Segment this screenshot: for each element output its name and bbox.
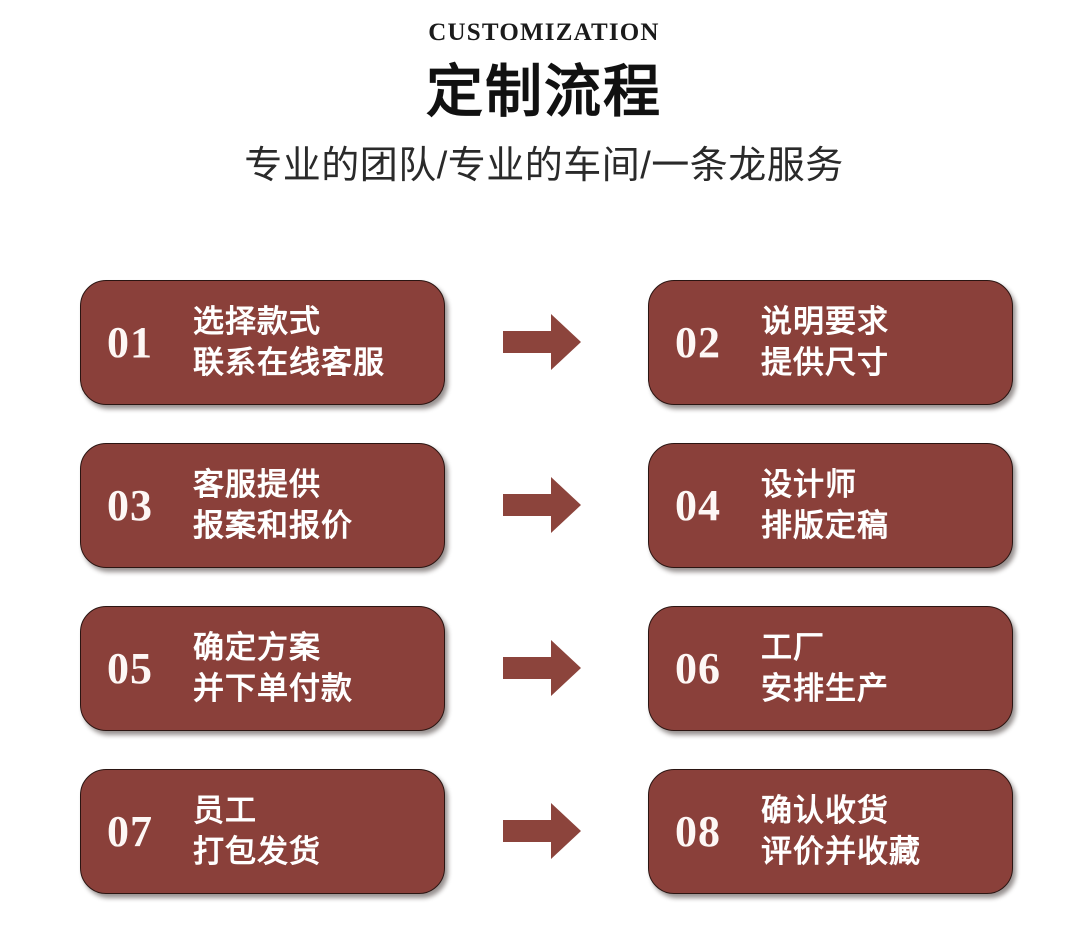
step-number: 06 [675, 643, 721, 693]
step-line-2: 评价并收藏 [761, 833, 921, 869]
step-number: 08 [675, 806, 721, 856]
step-line-1: 员工 [193, 792, 257, 828]
arrow-right-icon [503, 637, 581, 699]
step-line-1: 设计师 [761, 466, 857, 502]
step-text: 工厂 安排生产 [761, 628, 889, 710]
flow-row: 05 确定方案 并下单付款 06 工厂 安排生产 [0, 606, 1088, 731]
flow-row: 03 客服提供 报案和报价 04 设计师 排版定稿 [0, 443, 1088, 568]
step-line-1: 选择款式 [193, 303, 321, 339]
flow-row: 01 选择款式 联系在线客服 02 说明要求 提供尺寸 [0, 280, 1088, 405]
step-line-2: 打包发货 [193, 833, 321, 869]
arrow-right-icon [503, 474, 581, 536]
step-card-03[interactable]: 03 客服提供 报案和报价 [80, 443, 445, 568]
step-card-02[interactable]: 02 说明要求 提供尺寸 [648, 280, 1013, 405]
step-text: 员工 打包发货 [193, 791, 321, 873]
step-card-04[interactable]: 04 设计师 排版定稿 [648, 443, 1013, 568]
step-text: 确认收货 评价并收藏 [761, 791, 921, 873]
step-line-2: 提供尺寸 [761, 344, 889, 380]
step-line-2: 并下单付款 [193, 670, 353, 706]
step-text: 客服提供 报案和报价 [193, 465, 353, 547]
step-line-2: 报案和报价 [193, 507, 353, 543]
eyebrow-label: CUSTOMIZATION [428, 19, 660, 46]
page-header: CUSTOMIZATION 定制流程 专业的团队/专业的车间/一条龙服务 [0, 0, 1088, 187]
step-line-1: 确定方案 [193, 629, 321, 665]
arrow-right-icon [503, 800, 581, 862]
step-line-1: 说明要求 [761, 303, 889, 339]
step-line-1: 客服提供 [193, 466, 321, 502]
page-subtitle: 专业的团队/专业的车间/一条龙服务 [244, 144, 844, 187]
step-text: 说明要求 提供尺寸 [761, 302, 889, 384]
process-flow: 01 选择款式 联系在线客服 02 说明要求 提供尺寸 03 客服提供 报案和报… [0, 280, 1088, 894]
step-text: 选择款式 联系在线客服 [193, 302, 385, 384]
step-number: 02 [675, 317, 721, 367]
page-title: 定制流程 [426, 60, 662, 124]
arrow-right-icon [503, 311, 581, 373]
step-text: 确定方案 并下单付款 [193, 628, 353, 710]
step-number: 04 [675, 480, 721, 530]
step-card-07[interactable]: 07 员工 打包发货 [80, 769, 445, 894]
step-number: 03 [107, 480, 153, 530]
step-line-2: 安排生产 [761, 670, 889, 706]
step-number: 01 [107, 317, 153, 367]
step-card-05[interactable]: 05 确定方案 并下单付款 [80, 606, 445, 731]
step-line-2: 联系在线客服 [193, 344, 385, 380]
step-card-06[interactable]: 06 工厂 安排生产 [648, 606, 1013, 731]
step-line-2: 排版定稿 [761, 507, 889, 543]
step-card-08[interactable]: 08 确认收货 评价并收藏 [648, 769, 1013, 894]
step-line-1: 工厂 [761, 629, 825, 665]
step-card-01[interactable]: 01 选择款式 联系在线客服 [80, 280, 445, 405]
step-line-1: 确认收货 [761, 792, 889, 828]
step-number: 07 [107, 806, 153, 856]
step-text: 设计师 排版定稿 [761, 465, 889, 547]
step-number: 05 [107, 643, 153, 693]
flow-row: 07 员工 打包发货 08 确认收货 评价并收藏 [0, 769, 1088, 894]
